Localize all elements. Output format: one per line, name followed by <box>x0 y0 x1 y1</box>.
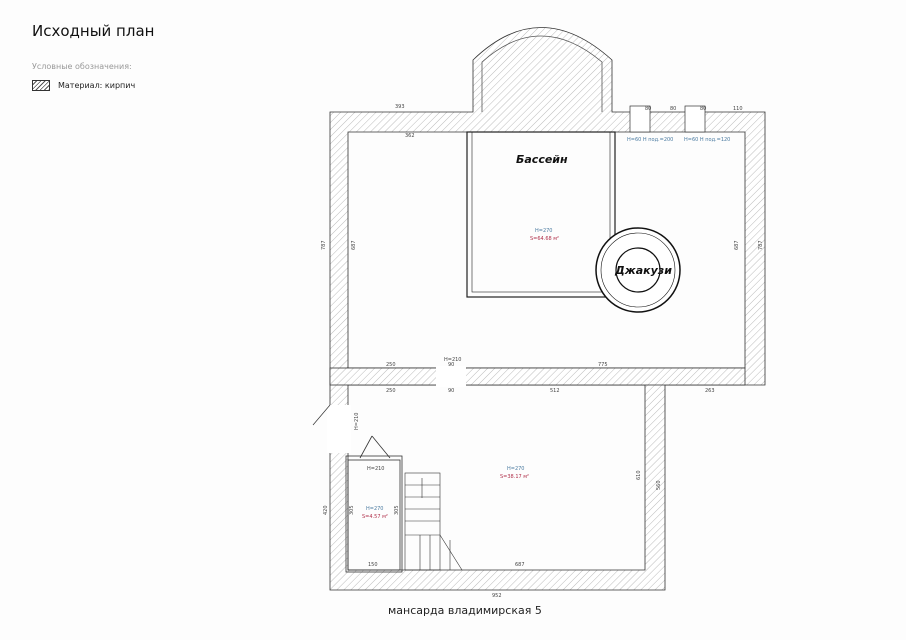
dim-label: 787 <box>321 240 327 250</box>
walls <box>329 27 766 591</box>
legend-item: Материал: кирпич <box>32 80 135 91</box>
door-opening <box>436 366 466 387</box>
plan-caption: мансарда владимирская 5 <box>388 604 542 617</box>
door-height-label: H=210 <box>367 466 385 472</box>
window-label-2: H=60 H под.=120 <box>684 137 730 143</box>
door-height-label: H=210 <box>444 357 462 363</box>
windows <box>629 105 706 133</box>
dim-label: 775 <box>598 362 608 368</box>
room-name-jacuzzi: Джакузи <box>614 264 672 277</box>
entry-door <box>327 405 351 453</box>
window-label-1: H=60 H под.=200 <box>627 137 673 143</box>
dim-label: 687 <box>351 240 357 250</box>
dim-label: 110 <box>733 106 743 112</box>
dim-label: 687 <box>734 240 740 250</box>
small-area: S=4.57 м² <box>362 514 388 520</box>
pool-height: H=270 <box>535 228 553 234</box>
stairs <box>404 472 463 571</box>
dim-label: 80 <box>645 106 651 112</box>
legend-heading: Условные обозначения: <box>32 62 132 71</box>
small-height: H=270 <box>366 506 384 512</box>
dim-label: 305 <box>349 505 355 515</box>
dim-label: 90 <box>448 388 454 394</box>
dim-label: 560 <box>656 480 662 490</box>
pool-area: S=64.68 м² <box>530 236 559 242</box>
pool <box>466 131 616 298</box>
dim-label: 512 <box>550 388 560 394</box>
jacuzzi <box>595 227 681 313</box>
dim-label: 250 <box>386 362 396 368</box>
dim-label: 393 <box>395 104 405 110</box>
dim-label: 420 <box>323 505 329 515</box>
lower-height: H=270 <box>507 466 525 472</box>
dim-label: 687 <box>515 562 525 568</box>
dim-label: 952 <box>492 593 502 599</box>
dim-label: 362 <box>405 133 415 139</box>
dim-label: 90 <box>448 362 454 368</box>
legend-label: Материал: кирпич <box>58 81 136 90</box>
door-height-label: H=210 <box>354 413 360 431</box>
dim-label: 80 <box>700 106 706 112</box>
lower-area: S=38.17 м² <box>500 474 529 480</box>
dim-label: 80 <box>670 106 676 112</box>
dim-label: 250 <box>386 388 396 394</box>
dim-label: 305 <box>394 505 400 515</box>
dim-label: 610 <box>636 470 642 480</box>
page-title: Исходный план <box>32 22 155 40</box>
room-name-pool: Бассейн <box>516 153 568 166</box>
dim-label: 150 <box>368 562 378 568</box>
dim-label: 263 <box>705 388 715 394</box>
dimensions: 393 362 787 687 787 687 250 90 775 250 9… <box>321 104 764 599</box>
dim-label: 787 <box>758 240 764 250</box>
brick-hatch-swatch <box>32 80 50 91</box>
small-room <box>345 435 403 573</box>
